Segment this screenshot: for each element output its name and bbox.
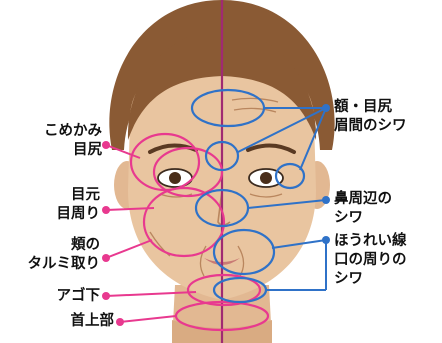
label-cheek-sag: 頬の タルミ取り <box>28 236 101 274</box>
label-line: 目周り <box>57 205 101 224</box>
label-line: 口の周りの <box>334 251 407 270</box>
label-forehead-glabella: 額・目尻 眉間のシワ <box>334 98 407 136</box>
label-line: こめかみ <box>44 122 102 141</box>
label-line: 頬の <box>28 236 101 255</box>
blue-dot-marker-icon <box>322 104 330 112</box>
label-line: 鼻周辺の <box>334 190 392 209</box>
label-line: シワ <box>334 270 407 289</box>
label-line: アゴ下 <box>57 287 101 306</box>
pink-dot-marker-icon <box>102 206 110 214</box>
label-line: 目元 <box>57 186 101 205</box>
pink-dot-marker-icon <box>102 141 110 149</box>
pink-dot-marker-icon <box>102 292 110 300</box>
pink-dot-marker-icon <box>116 318 124 326</box>
label-line: 首上部 <box>71 312 115 331</box>
pink-dot-marker-icon <box>102 254 110 262</box>
label-eye-area: 目元 目周り <box>57 186 101 224</box>
label-nose-area: 鼻周辺の シワ <box>334 190 392 228</box>
label-nasolabial: ほうれい線 口の周りの シワ <box>334 232 407 289</box>
blue-dot-marker-icon <box>322 236 330 244</box>
label-line: 目尻 <box>44 141 102 160</box>
label-line: 眉間のシワ <box>334 117 407 136</box>
blue-dot-marker-icon <box>322 196 330 204</box>
label-line: ほうれい線 <box>334 232 407 251</box>
label-under-chin: アゴ下 <box>57 287 101 306</box>
label-temple-eye-corner: こめかみ 目尻 <box>44 122 102 160</box>
label-line: シワ <box>334 209 392 228</box>
label-line: タルミ取り <box>28 255 101 274</box>
label-line: 額・目尻 <box>334 98 407 117</box>
label-upper-neck: 首上部 <box>71 312 115 331</box>
